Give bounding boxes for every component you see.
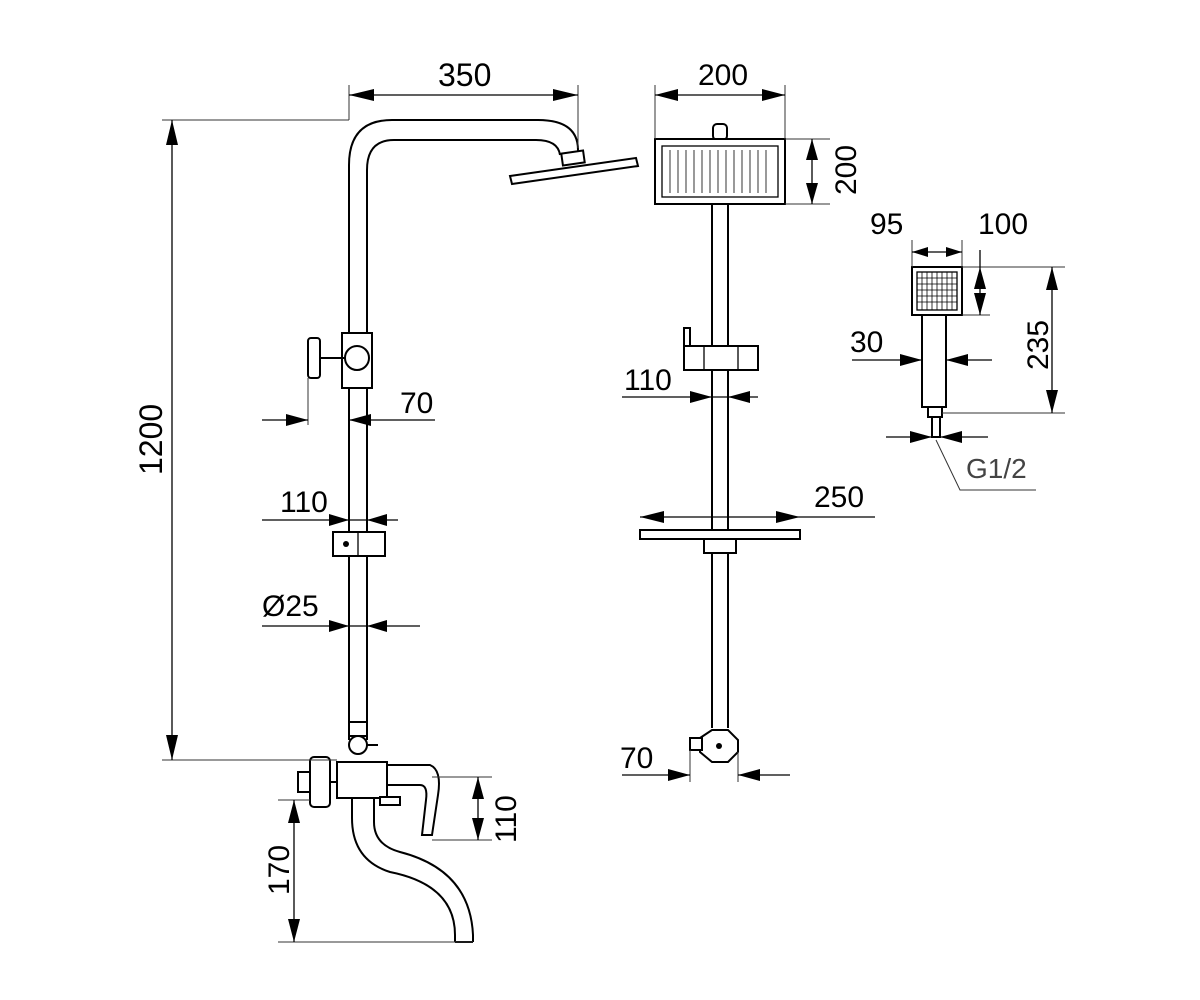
side-valve-offset-label: 70 xyxy=(400,387,433,420)
front-head-nozzles xyxy=(669,150,767,193)
side-holder xyxy=(332,531,386,557)
side-mixer-height-label: 110 xyxy=(490,795,523,843)
side-height-label: 1200 xyxy=(133,404,169,475)
front-shelf xyxy=(639,529,801,540)
front-diverter xyxy=(683,345,759,371)
side-diameter-label: Ø25 xyxy=(262,590,319,623)
hand-width-b-label: 100 xyxy=(978,208,1028,241)
side-head-connector xyxy=(560,149,586,167)
side-pipe-inner xyxy=(366,139,561,740)
hand-length-label: 235 xyxy=(1022,320,1055,370)
front-head-width-label: 200 xyxy=(698,59,748,92)
hand-width-a-label: 95 xyxy=(870,208,903,241)
hand-head-nozzles xyxy=(917,272,957,310)
front-bottom-label: 70 xyxy=(620,742,653,775)
front-view: 200 200 110 250 70 xyxy=(620,59,875,782)
front-shower-head xyxy=(654,138,786,205)
side-valve-handle xyxy=(307,337,321,379)
hand-shower-handle xyxy=(921,314,947,408)
side-pipe-outer xyxy=(348,119,579,740)
side-mixer-lever xyxy=(386,764,440,836)
side-mixer-body xyxy=(336,761,388,799)
side-spout-height-label: 170 xyxy=(263,845,296,895)
front-shelf-label: 250 xyxy=(814,481,864,514)
front-diverter-label: 110 xyxy=(624,364,672,397)
side-width-label: 350 xyxy=(438,57,491,93)
hand-thread-label: G1/2 xyxy=(966,453,1027,484)
front-head-height-label: 200 xyxy=(830,145,863,195)
side-valve-knob xyxy=(344,345,370,371)
side-shower-head xyxy=(508,156,640,186)
hand-shower-view: 95 100 235 30 G1/2 xyxy=(850,208,1065,491)
side-lower-fitting xyxy=(348,735,368,755)
side-view: 350 1200 70 110 Ø25 110 xyxy=(133,57,640,943)
side-holder-label: 110 xyxy=(280,486,328,519)
side-spout xyxy=(351,798,456,942)
hand-handle-label: 30 xyxy=(850,326,883,359)
